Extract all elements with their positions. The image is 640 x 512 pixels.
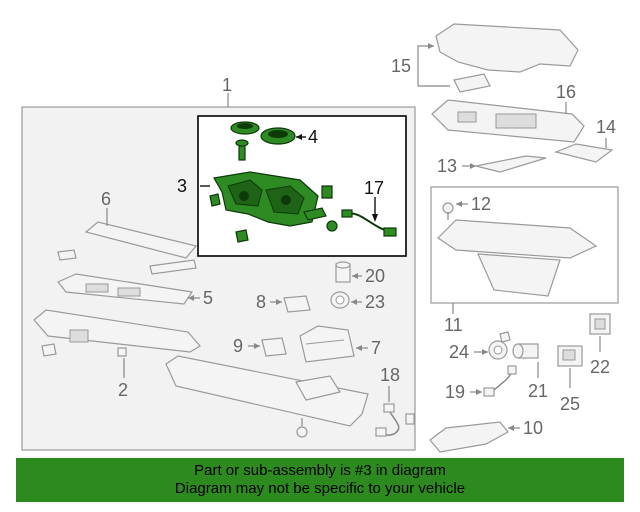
part-21-socket[interactable] xyxy=(512,343,539,359)
banner-line-2: Diagram may not be specific to your vehi… xyxy=(174,480,466,497)
callout-25[interactable]: 25 xyxy=(560,394,580,414)
part-7-housing[interactable] xyxy=(299,325,355,363)
callout-23[interactable]: 23 xyxy=(365,292,385,312)
callout-11[interactable]: 11 xyxy=(444,315,463,335)
callout-2[interactable]: 2 xyxy=(118,380,128,400)
part-25-switch[interactable] xyxy=(557,345,583,367)
part-16-inner-lid[interactable] xyxy=(431,99,585,143)
callout-3[interactable]: 3 xyxy=(177,176,187,196)
callout-12[interactable]: 12 xyxy=(471,194,491,214)
part-24-bezel[interactable] xyxy=(488,331,511,360)
part-13-pad[interactable] xyxy=(475,155,547,173)
callout-22[interactable]: 22 xyxy=(590,357,610,377)
part-20-bushing[interactable] xyxy=(335,261,351,283)
part-15-lid[interactable] xyxy=(435,23,579,93)
info-banner: Part or sub-assembly is #3 in diagram Di… xyxy=(16,458,624,502)
callout-10[interactable]: 10 xyxy=(523,418,543,438)
base-bracket[interactable] xyxy=(165,355,369,438)
callout-20[interactable]: 20 xyxy=(365,266,385,286)
part-11-bin[interactable] xyxy=(437,202,598,297)
part-22-switch[interactable] xyxy=(589,313,611,335)
part-3-housing[interactable] xyxy=(209,139,338,243)
callout-21[interactable]: 21 xyxy=(528,381,548,401)
part-9-switch[interactable] xyxy=(261,337,287,357)
callout-8[interactable]: 8 xyxy=(256,292,266,312)
part-4-rings[interactable] xyxy=(230,121,296,145)
part-2-bezel[interactable] xyxy=(33,309,201,357)
callout-13[interactable]: 13 xyxy=(437,156,457,176)
callout-17[interactable]: 17 xyxy=(364,178,384,198)
callout-24[interactable]: 24 xyxy=(449,342,469,362)
callout-6[interactable]: 6 xyxy=(101,189,111,209)
callout-1[interactable]: 1 xyxy=(222,75,232,95)
callout-18[interactable]: 18 xyxy=(380,365,400,385)
callout-16[interactable]: 16 xyxy=(556,82,576,102)
callout-9[interactable]: 9 xyxy=(233,336,243,356)
part-6-panel[interactable] xyxy=(57,221,198,275)
banner-line-1: Part or sub-assembly is #3 in diagram xyxy=(194,462,446,479)
callout-7[interactable]: 7 xyxy=(371,338,381,358)
callout-15[interactable]: 15 xyxy=(391,56,411,76)
part-10-trim[interactable] xyxy=(429,421,509,453)
part-18-harness[interactable] xyxy=(375,403,415,437)
callout-14[interactable]: 14 xyxy=(596,117,616,137)
part-19-harness[interactable] xyxy=(483,365,517,397)
part-8-cup[interactable] xyxy=(283,295,311,313)
part-14-mat[interactable] xyxy=(554,143,614,163)
part-23-grommet[interactable] xyxy=(330,291,350,309)
callout-19[interactable]: 19 xyxy=(445,382,465,402)
callout-5[interactable]: 5 xyxy=(203,288,213,308)
callout-4[interactable]: 4 xyxy=(308,127,318,147)
part-17-harness[interactable] xyxy=(341,209,397,237)
